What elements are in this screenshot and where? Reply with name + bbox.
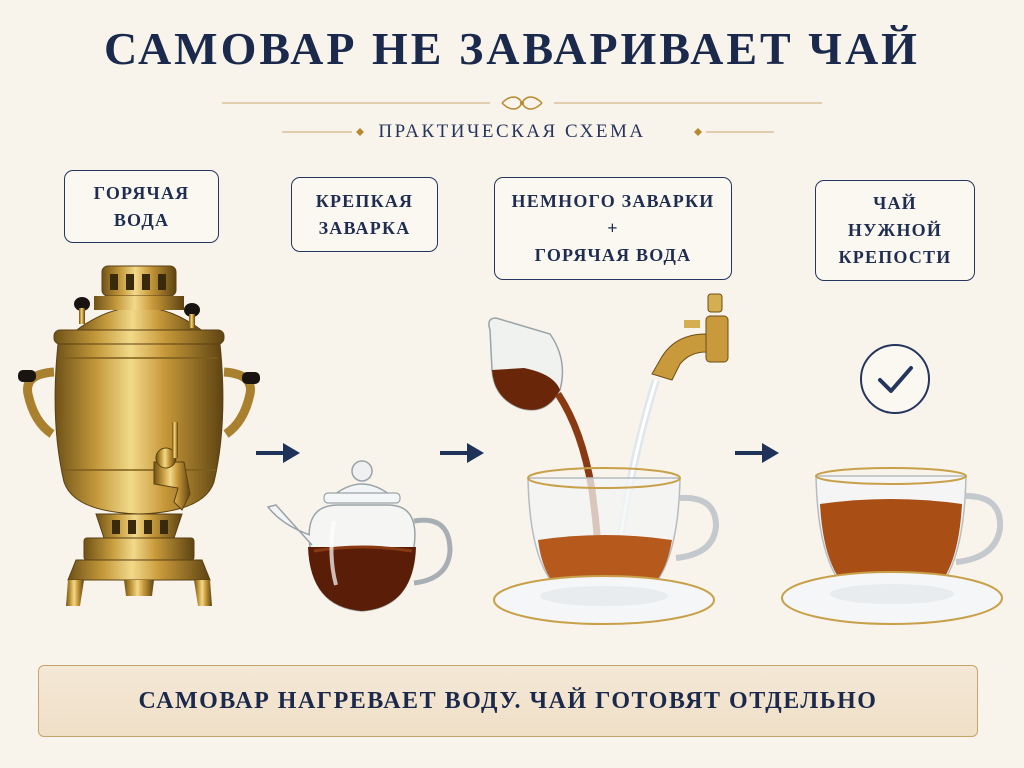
footer-text: САМОВАР НАГРЕВАЕТ ВОДУ. ЧАЙ ГОТОВЯТ ОТДЕ…	[138, 687, 878, 714]
footer-banner: САМОВАР НАГРЕВАЕТ ВОДУ. ЧАЙ ГОТОВЯТ ОТДЕ…	[38, 665, 978, 737]
page-title: САМОВАР НЕ ЗАВАРИВАЕТ ЧАЙ	[104, 23, 920, 74]
subtitle: ПРАКТИЧЕСКАЯ СХЕМА	[378, 121, 646, 142]
step-label-mix: НЕМНОГО ЗАВАРКИ + ГОРЯЧАЯ ВОДА	[494, 177, 732, 280]
ornament-divider	[222, 96, 822, 110]
checkmark-icon	[860, 344, 930, 414]
step-label-hot-water: ГОРЯЧАЯ ВОДА	[64, 170, 219, 243]
subtitle-divider	[282, 128, 774, 136]
step-label-strong-brew: КРЕПКАЯ ЗАВАРКА	[291, 177, 438, 252]
glass-teapot-icon	[266, 460, 453, 612]
samovar-icon	[18, 265, 260, 606]
right-arrow-icon	[440, 443, 484, 463]
right-arrow-icon	[256, 443, 300, 463]
right-arrow-icon	[735, 443, 779, 463]
pouring-cup-icon	[488, 293, 729, 625]
step-label-result: ЧАЙ НУЖНОЙ КРЕПОСТИ	[815, 180, 975, 281]
tea-cup-icon	[781, 467, 1004, 625]
